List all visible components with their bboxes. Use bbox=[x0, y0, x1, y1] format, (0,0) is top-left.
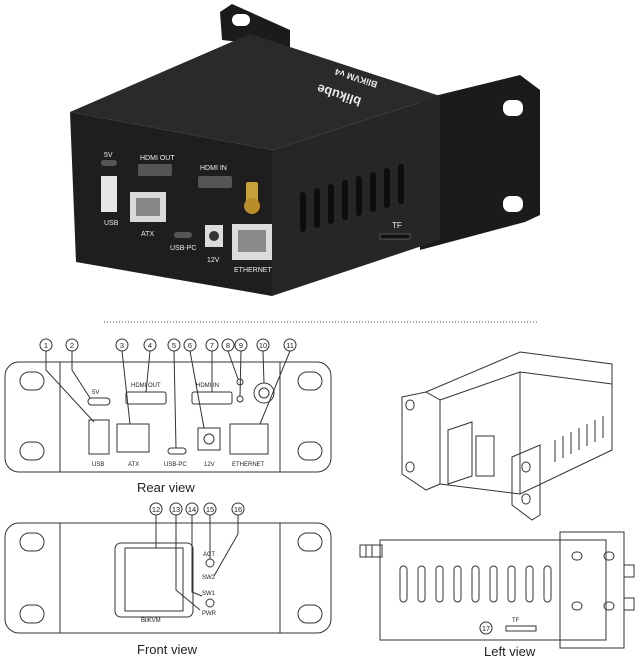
usb-port bbox=[101, 176, 117, 212]
svg-text:14: 14 bbox=[188, 505, 196, 514]
antenna-connector bbox=[246, 182, 258, 204]
usb-pc-port bbox=[174, 232, 192, 238]
left-callout: 17 bbox=[482, 624, 490, 633]
front-view-caption: Front view bbox=[137, 642, 198, 657]
rear-view-caption: Rear view bbox=[137, 480, 195, 495]
photo-label-tf: TF bbox=[392, 221, 402, 230]
rear-label-5v: 5V bbox=[92, 390, 99, 396]
svg-text:3: 3 bbox=[120, 341, 124, 350]
front-label-sw1: SW1 bbox=[202, 591, 216, 597]
front-label-act: ACT bbox=[203, 552, 215, 558]
bracket-hole bbox=[503, 100, 523, 116]
rear-hdmi-out-port bbox=[125, 391, 167, 405]
photo-label-usb-pc: USB-PC bbox=[170, 245, 196, 252]
front-callouts: 12 13 14 15 16 bbox=[149, 502, 245, 516]
front-label-sw2: SW2 bbox=[202, 575, 216, 581]
svg-text:4: 4 bbox=[148, 341, 152, 350]
photo-label-usb: USB bbox=[104, 220, 119, 227]
left-tf-slot bbox=[505, 625, 537, 632]
pwr-led bbox=[205, 598, 215, 608]
tf-slot bbox=[379, 233, 411, 240]
led-9 bbox=[236, 395, 244, 403]
front-screen bbox=[124, 547, 184, 612]
svg-text:15: 15 bbox=[206, 505, 214, 514]
svg-text:11: 11 bbox=[286, 341, 294, 350]
rear-12v-port bbox=[197, 427, 221, 451]
svg-text:5: 5 bbox=[172, 341, 176, 350]
front-screen-label: BliKVM bbox=[141, 618, 161, 624]
photo-label-hdmi-out: HDMI OUT bbox=[140, 155, 175, 162]
left-vents bbox=[399, 565, 552, 603]
rear-label-usb-pc: USB-PC bbox=[164, 462, 187, 468]
hdmi-in-port bbox=[198, 176, 232, 188]
rear-view-diagram: 5V HDMI OUT HDMI IN USB ATX USB-PC 12V E… bbox=[4, 338, 332, 495]
svg-text:12: 12 bbox=[152, 505, 160, 514]
photo-label-5v: 5V bbox=[104, 152, 113, 159]
hdmi-out-port bbox=[138, 164, 172, 176]
rear-label-hdmi-in: HDMI IN bbox=[196, 383, 219, 389]
rear-usb-port bbox=[88, 419, 110, 455]
svg-text:13: 13 bbox=[172, 505, 180, 514]
svg-text:9: 9 bbox=[239, 341, 243, 350]
left-bracket bbox=[559, 531, 625, 649]
svg-text:7: 7 bbox=[210, 341, 214, 350]
left-view-diagram: TF 17 Left view bbox=[359, 531, 635, 658]
usb-c-5v-port bbox=[101, 160, 117, 166]
svg-text:16: 16 bbox=[234, 505, 242, 514]
photo-label-atx: ATX bbox=[141, 231, 154, 238]
svg-text:1: 1 bbox=[44, 341, 48, 350]
iso-view-diagram bbox=[401, 351, 613, 521]
svg-text:8: 8 bbox=[226, 341, 230, 350]
product-photo: blikube BliKVM v4 5V HDMI OUT HDMI IN US… bbox=[70, 4, 540, 296]
rear-label-atx: ATX bbox=[128, 462, 139, 468]
rear-5v-port bbox=[87, 397, 111, 406]
svg-text:10: 10 bbox=[259, 341, 267, 350]
front-view-diagram: BliKVM ACT SW2 SW1 PWR 12 13 14 15 16 Fr… bbox=[4, 502, 332, 657]
rear-usb-pc-port bbox=[167, 447, 187, 455]
bracket-hole bbox=[232, 14, 250, 26]
photo-label-hdmi-in: HDMI IN bbox=[200, 165, 227, 172]
rear-label-ethernet: ETHERNET bbox=[232, 462, 265, 468]
photo-label-12v: 12V bbox=[207, 257, 220, 264]
front-screen-frame bbox=[114, 542, 194, 618]
act-led bbox=[205, 558, 215, 568]
rear-atx-port bbox=[116, 423, 150, 453]
front-label-pwr: PWR bbox=[202, 611, 217, 617]
left-body bbox=[379, 539, 607, 641]
rear-label-12v: 12V bbox=[204, 462, 215, 468]
side-vents bbox=[300, 164, 404, 232]
photo-label-ethernet: ETHERNET bbox=[234, 267, 272, 274]
svg-text:6: 6 bbox=[188, 341, 192, 350]
rear-ethernet-port bbox=[229, 423, 269, 455]
rear-antenna bbox=[253, 382, 275, 404]
left-view-caption: Left view bbox=[484, 644, 536, 658]
rear-label-hdmi-out: HDMI OUT bbox=[131, 383, 161, 389]
bracket-hole bbox=[503, 196, 523, 212]
left-label-tf: TF bbox=[512, 618, 520, 624]
left-antenna bbox=[359, 544, 383, 558]
rear-label-usb: USB bbox=[92, 462, 104, 468]
svg-text:2: 2 bbox=[70, 341, 74, 350]
rear-callouts: 1 2 3 4 5 6 7 8 9 10 11 bbox=[39, 338, 297, 352]
